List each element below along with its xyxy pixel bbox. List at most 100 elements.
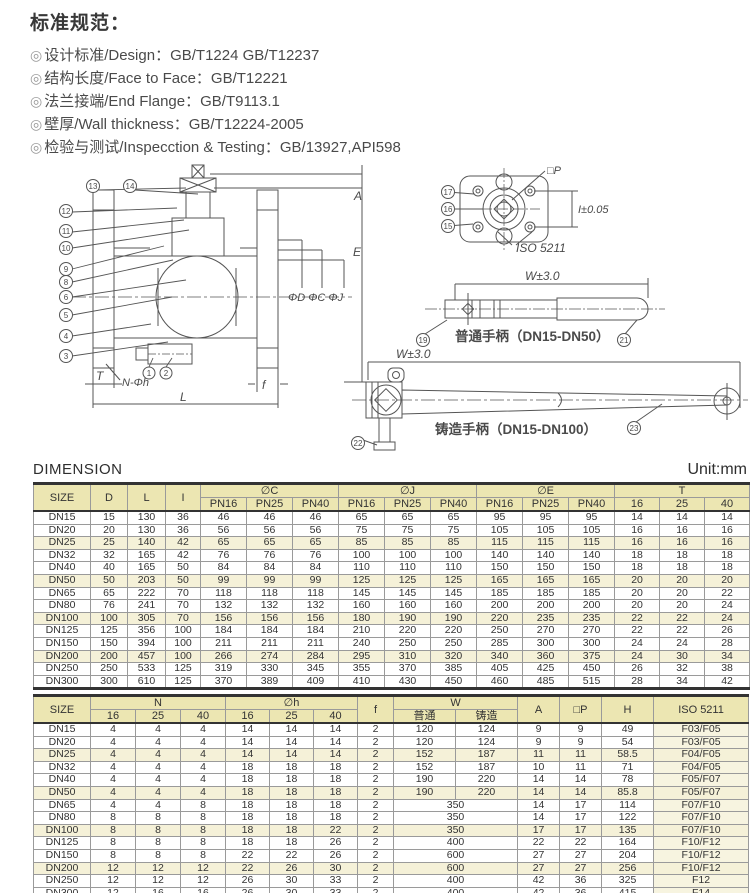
table-cell: 220 xyxy=(455,785,519,800)
table-cell: 8 xyxy=(90,836,136,850)
column-header: 普通 xyxy=(393,709,457,724)
table-cell: 2 xyxy=(357,836,395,850)
column-header: 25 xyxy=(135,709,181,724)
table-cell: 26 xyxy=(312,848,359,863)
table-cell: 17 xyxy=(517,823,561,838)
table-cell: 20 xyxy=(614,573,661,588)
table-cell: 185 xyxy=(568,586,616,601)
table-cell: 220 xyxy=(430,624,478,638)
dim-label-n-phi-h: N-Φh xyxy=(122,377,149,389)
table-cell: 9 xyxy=(559,722,603,737)
column-header: 25 xyxy=(659,497,706,512)
table-cell: 24 xyxy=(704,611,750,626)
table-cell: DN15 xyxy=(33,510,91,525)
table-cell: 4 xyxy=(180,785,226,800)
table-cell: 150 xyxy=(568,561,616,575)
table-cell: 118 xyxy=(200,586,247,601)
spec-item: ◎法兰接端/End Flange：GB/T9113.1 xyxy=(30,90,401,113)
table-cell: 100 xyxy=(384,548,432,563)
table-cell: 17 xyxy=(559,823,603,838)
table-cell: 84 xyxy=(200,561,247,575)
table-cell: 27 xyxy=(559,861,603,876)
table-cell: 200 xyxy=(90,649,128,664)
table-cell: 34 xyxy=(659,674,706,690)
table-cell: 65 xyxy=(90,586,128,601)
table-cell: 110 xyxy=(430,561,478,575)
table-cell: 17 xyxy=(559,811,603,825)
table-cell: F03/F05 xyxy=(653,722,750,737)
table-cell: 105 xyxy=(522,523,570,538)
table-cell: 24 xyxy=(659,636,706,651)
table-cell: 18 xyxy=(269,773,314,787)
table-cell: 16 xyxy=(704,536,750,550)
table-cell: 76 xyxy=(200,548,247,563)
table-cell: 50 xyxy=(90,573,128,588)
table-cell: 450 xyxy=(568,662,616,676)
dim-label-w1: W±3.0 xyxy=(525,269,560,283)
table-cell: 400 xyxy=(393,874,519,888)
table-cell: 14 xyxy=(704,510,750,525)
table-cell: 405 xyxy=(476,662,524,676)
table-cell: 145 xyxy=(338,586,386,601)
table-cell: 2 xyxy=(357,798,395,813)
table-cell: 22 xyxy=(312,823,359,838)
table-cell: 305 xyxy=(127,611,166,626)
bullet-icon: ◎ xyxy=(30,70,43,86)
callout-number: 21 xyxy=(620,336,629,345)
callout-number: 16 xyxy=(444,205,453,214)
table-cell: 118 xyxy=(246,586,293,601)
table-cell: 8 xyxy=(135,823,181,838)
table-cell: 27 xyxy=(559,848,603,863)
table-cell: 18 xyxy=(225,836,270,850)
column-header: ∅E xyxy=(476,483,616,498)
table-cell: 24 xyxy=(614,636,661,651)
table-cell: 235 xyxy=(568,611,616,626)
table-cell: 211 xyxy=(291,636,340,651)
plain-handle-view xyxy=(424,278,665,335)
technical-drawing: A E ΦD ΦC ΦJ T L f N-Φh 13 14 12 11 10 9… xyxy=(59,164,748,451)
spec-item: ◎设计标准/Design：GB/T1224 GB/T12237 xyxy=(30,44,401,67)
table-cell: 27 xyxy=(517,848,561,863)
table-cell: 42 xyxy=(517,886,561,893)
table-cell: 11 xyxy=(517,748,561,762)
table-cell: 274 xyxy=(246,649,293,664)
table-cell: 75 xyxy=(338,523,386,538)
table-cell: 99 xyxy=(291,573,340,588)
table-cell: 14 xyxy=(312,722,359,737)
table-cell: 2 xyxy=(357,823,395,838)
table-cell: 409 xyxy=(291,674,340,690)
table-cell: 4 xyxy=(180,722,226,737)
column-header: PN16 xyxy=(338,497,386,512)
table-cell: F05/F07 xyxy=(653,785,750,800)
table-cell: 22 xyxy=(517,836,561,850)
table-cell: 70 xyxy=(165,599,201,613)
column-header: 铸造 xyxy=(455,709,519,724)
table-cell: 95 xyxy=(568,510,616,525)
column-header: H xyxy=(601,695,655,724)
table-cell: 4 xyxy=(135,785,181,800)
table-cell: 100 xyxy=(430,548,478,563)
table-cell: 38 xyxy=(704,662,750,676)
table-cell: 22 xyxy=(614,611,661,626)
table-cell: 400 xyxy=(393,836,519,850)
table-cell: 20 xyxy=(659,586,706,601)
column-header: 16 xyxy=(225,709,270,724)
dim-label-l: L xyxy=(180,390,187,404)
table-cell: 16 xyxy=(180,886,226,893)
table-cell: 152 xyxy=(393,748,457,762)
table-cell: 99 xyxy=(200,573,247,588)
table-cell: 30 xyxy=(312,861,359,876)
table-cell: F03/F05 xyxy=(653,735,750,750)
table-cell: 18 xyxy=(659,548,706,563)
iso-flange-view xyxy=(447,168,578,250)
table-cell: 360 xyxy=(522,649,570,664)
table-cell: 65 xyxy=(338,510,386,525)
table-cell: 16 xyxy=(659,523,706,538)
column-header: ∅J xyxy=(338,483,478,498)
cast-handle-callouts: 22 23 xyxy=(351,421,641,450)
table-cell: 187 xyxy=(455,748,519,762)
table-cell: 11 xyxy=(559,748,603,762)
